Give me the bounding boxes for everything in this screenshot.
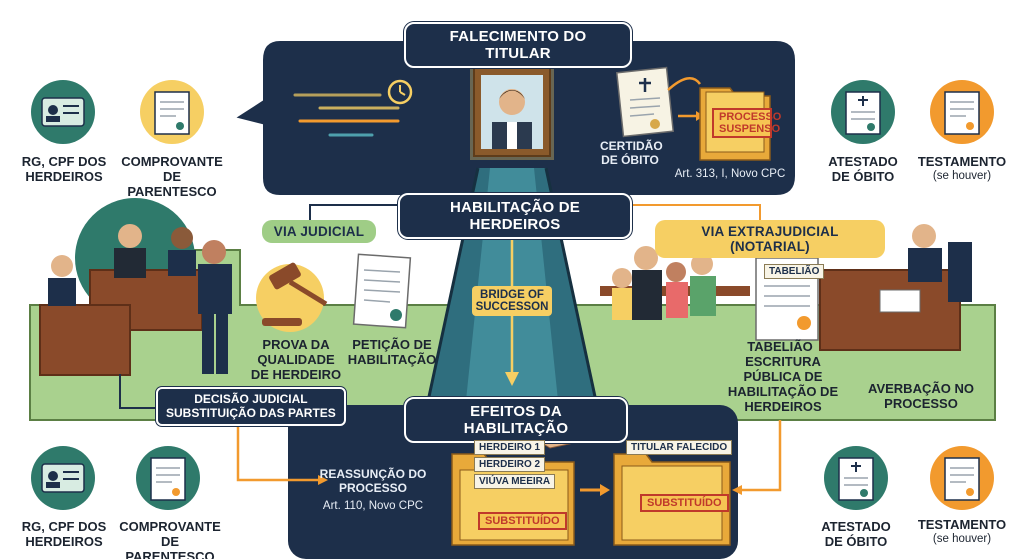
heir-tag-3: VIÚVA MEEIRA <box>474 474 556 489</box>
peticao-label: PETIÇÃO DE HABILITAÇÃO <box>347 337 437 367</box>
decision-box: DECISÃO JUDICIAL SUBSTITUIÇÃO DAS PARTES <box>156 387 346 426</box>
clock-icon <box>387 79 413 105</box>
id-card-icon-top <box>31 80 95 144</box>
rg-cpf-label-bottom: RG, CPF DOS HERDEIROS <box>21 519 107 549</box>
id-card-icon-bottom <box>31 446 95 510</box>
prova-qualidade-label: PROVA DA QUALIDADE DE HERDEIRO <box>250 337 342 382</box>
death-cert-icon-top-right <box>831 80 895 144</box>
speed-lines <box>293 93 400 137</box>
legal-ref-313: Art. 313, I, Novo CPC <box>674 168 786 180</box>
efeitos-title: EFEITOS DA HABILITAÇÃO <box>404 397 628 443</box>
testamento-label-top: TESTAMENTO <box>917 154 1007 169</box>
courtroom-scene <box>39 198 232 376</box>
atestado-label-top: ATESTADO DE ÓBITO <box>828 154 898 184</box>
portrait-frame <box>470 64 554 160</box>
decision-line1: DECISÃO JUDICIAL <box>194 392 308 406</box>
reassuncao-ref: Art. 110, Novo CPC <box>322 500 424 512</box>
habilitacao-title: HABILITAÇÃO DE HERDEIROS <box>398 193 632 239</box>
death-cert-icon-bottom-right <box>824 446 888 510</box>
via-extrajudicial-pill: VIA EXTRAJUDICIAL (NOTARIAL) <box>655 220 885 258</box>
testamento-note-bottom: (se houver) <box>932 533 992 545</box>
rg-cpf-label-top: RG, CPF DOS HERDEIROS <box>21 154 107 184</box>
certidao-label: CERTIDÃO DE ÓBITO <box>600 139 663 167</box>
header-title: FALECIMENTO DO TITULAR <box>404 22 632 68</box>
will-icon-top-right <box>930 80 994 144</box>
via-judicial-pill: VIA JUDICIAL <box>262 220 376 243</box>
process-suspended-stamp: PROCESSO SUSPENSO <box>712 108 781 139</box>
will-icon-bottom-right <box>930 446 994 510</box>
comprovante-label-bottom: COMPROVANTE DE PARENTESCO <box>119 519 221 559</box>
testamento-label-bottom: TESTAMENTO <box>917 517 1007 532</box>
gavel-icon <box>256 262 328 332</box>
heir-tag-1: HERDEIRO 1 <box>474 440 546 455</box>
decision-line2: SUBSTITUIÇÃO DAS PARTES <box>166 406 336 421</box>
titular-tag: TITULAR FALECIDO <box>626 440 733 455</box>
bridge-label: BRIDGE OF SUCCESSON <box>472 286 552 316</box>
comprovante-label-top: COMPROVANTE DE PARENTESCO <box>121 154 223 199</box>
notary-label: TABELIÃO <box>747 339 813 354</box>
notary-doc-tag: TABELIÃO <box>764 264 825 279</box>
atestado-label-bottom: ATESTADO DE ÓBITO <box>821 519 891 549</box>
proof-kinship-icon-top <box>140 80 204 144</box>
petition-doc-icon <box>352 253 412 329</box>
substituido-stamp-right: SUBSTITUÍDO <box>640 494 729 513</box>
escritura-label: ESCRITURA PÚBLICA DE HABILITAÇÃO DE HERD… <box>727 354 839 414</box>
testamento-note-top: (se houver) <box>932 170 992 182</box>
death-certificate-doc <box>615 66 675 138</box>
averbacao-label: AVERBAÇÃO NO PROCESSO <box>868 381 974 411</box>
connectors <box>119 204 782 496</box>
substituido-stamp-left: SUBSTITUÍDO <box>478 512 567 531</box>
reassuncao-label: REASSUNÇÃO DO PROCESSO <box>319 467 427 495</box>
proof-kinship-icon-bottom <box>136 446 200 510</box>
notary-scene <box>600 224 972 351</box>
heir-tag-2: HERDEIRO 2 <box>474 457 546 472</box>
